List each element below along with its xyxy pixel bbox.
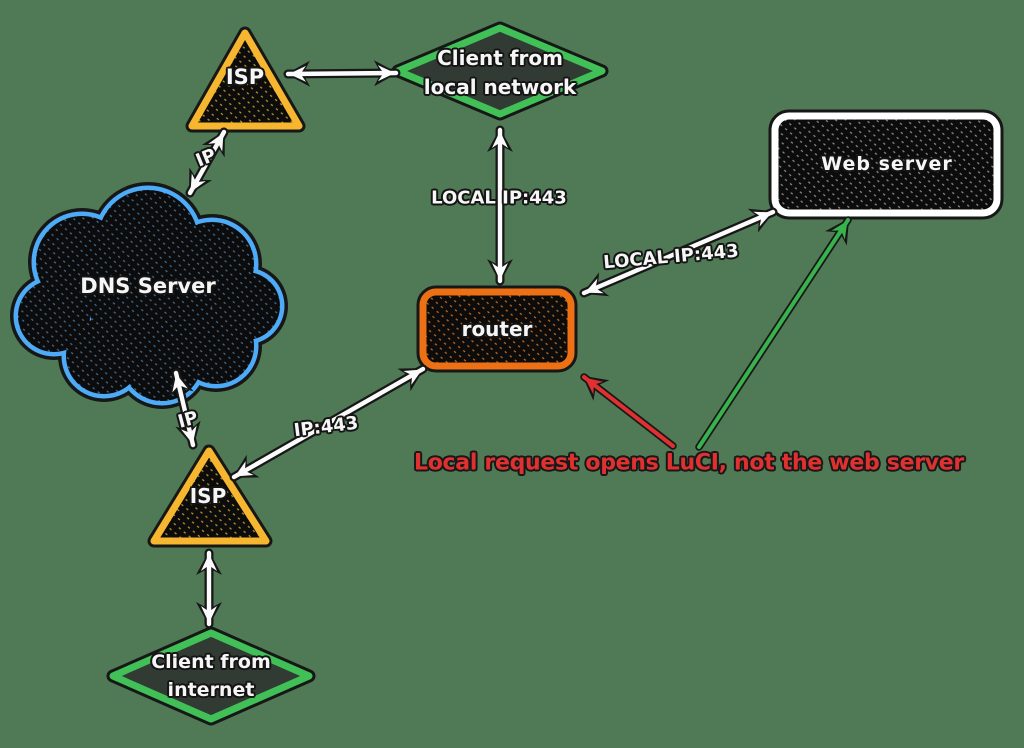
router-label: router [461, 317, 533, 341]
annotation-arrow-to-router [580, 373, 677, 450]
arrow-router-isp-bottom [229, 364, 428, 482]
arrow-isp-top-client-local [283, 60, 401, 87]
arrow-dns-isp-bottom [168, 368, 201, 450]
web-server-node [768, 109, 1004, 220]
router-node [416, 285, 578, 373]
client-local-label-line2: local network [423, 75, 577, 99]
isp-top-node [185, 26, 306, 133]
annotation-text: Local request opens LuCI, not the web se… [414, 450, 964, 476]
edge-label-client-local-router: LOCAL IP:443 [431, 187, 567, 209]
isp-bottom-node [147, 444, 273, 548]
client-internet-label: Client from internet [151, 648, 271, 704]
client-local-label: Client from local network [424, 44, 577, 102]
client-local-label-line1: Client from [437, 46, 563, 70]
client-local-network-node [391, 21, 609, 121]
annotation-arrow-to-web-server [695, 216, 852, 451]
isp-bottom-label: ISP [189, 484, 227, 508]
arrow-router-web-server [579, 207, 778, 298]
isp-top-label: ISP [225, 65, 265, 89]
client-internet-node [106, 626, 316, 726]
arrow-isp-top-dns [185, 127, 229, 198]
client-internet-label-line2: internet [167, 679, 255, 701]
client-internet-label-line1: Client from [151, 651, 271, 673]
web-server-label: Web server [821, 153, 953, 175]
dns-server-label: DNS Server [80, 274, 216, 298]
